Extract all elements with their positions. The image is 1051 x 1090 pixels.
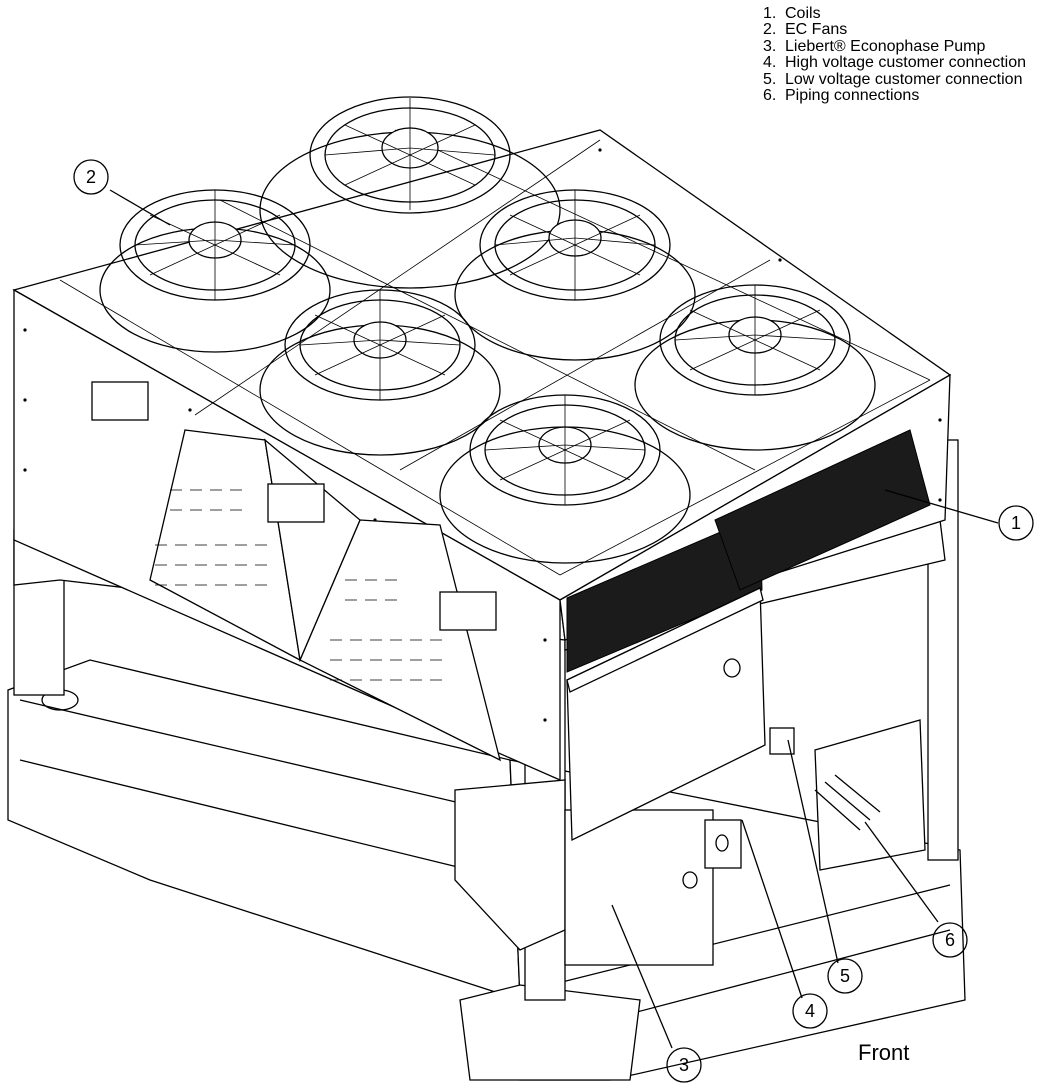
legend-item: 5.Low voltage customer connection [763,70,1023,88]
svg-text:1: 1 [1011,513,1021,533]
callout-3: 3 [666,1047,702,1083]
legend-item: 6.Piping connections [763,87,920,105]
svg-text:2: 2 [86,167,96,187]
svg-text:3: 3 [679,1055,689,1075]
callout-1: 1 [998,505,1034,541]
louver-slots [155,489,442,681]
callout-6: 6 [932,922,968,958]
callout-5: 5 [827,958,863,994]
fan [259,96,561,289]
legend-item: 2.EC Fans [763,21,848,39]
legend-item: 1.Coils [763,5,821,22]
legend-item: 4.High voltage customer connection [763,54,1027,72]
coil-mesh [566,429,931,673]
callout-4: 4 [792,993,828,1029]
frame-rivets [23,148,942,722]
fan-array [59,96,931,576]
front-label: Front [858,1040,910,1065]
callout-2: 2 [73,159,109,195]
legend-item: 3.Liebert® Econophase Pump [763,37,986,55]
fan [634,284,876,451]
fan [439,394,691,564]
fan [454,189,696,361]
svg-text:4: 4 [805,1001,815,1021]
callout-leaders [109,189,999,1049]
electrical-box [566,586,881,889]
fan [99,189,331,353]
svg-text:5: 5 [840,966,850,986]
fan [259,289,501,456]
parts-legend: 1.Coils 2.EC Fans 3.Liebert® Econophase … [763,5,1027,105]
svg-text:6: 6 [945,930,955,950]
